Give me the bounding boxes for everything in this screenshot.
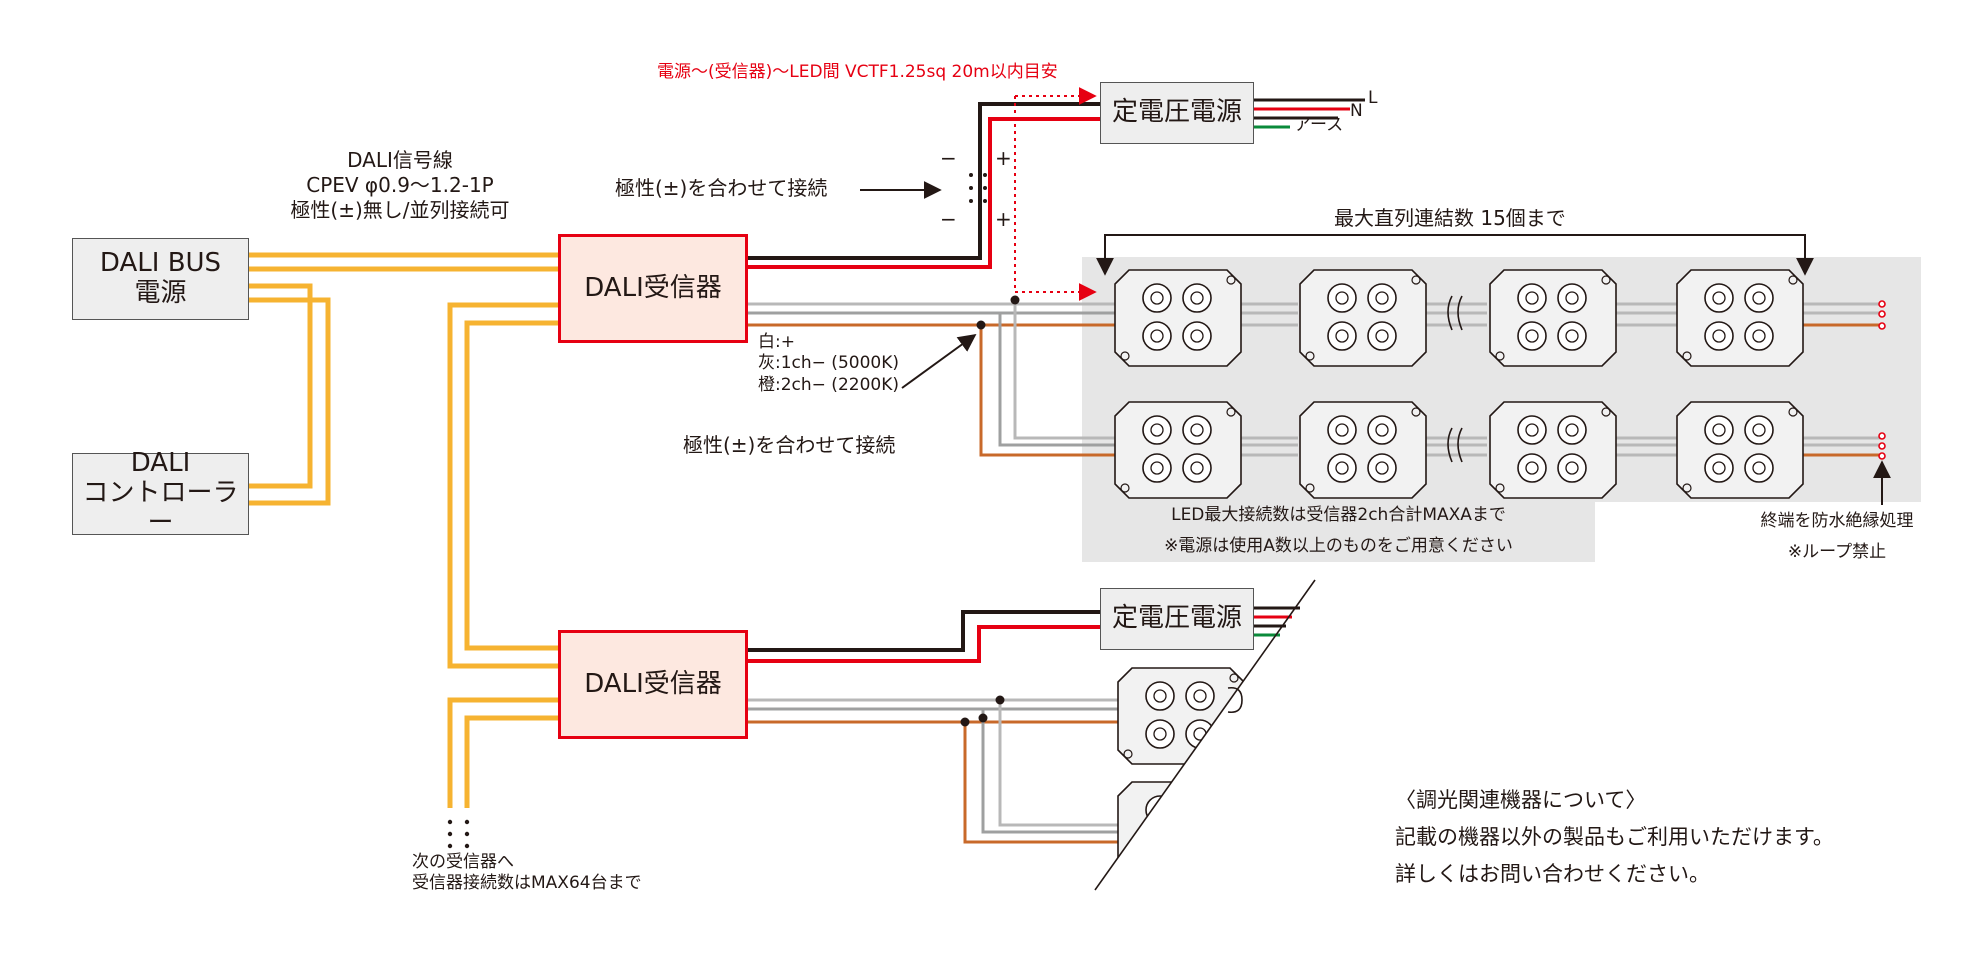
end-note-line2: ※ループ禁止 (1787, 541, 1887, 562)
terminal-N: N (1350, 101, 1363, 121)
led-note: LED最大接続数は受信器2ch合計MAXAまで ※電源は使用A数以上のものをご用… (1082, 500, 1595, 561)
break-marks (1447, 295, 1463, 463)
polarity-dots-top (969, 173, 987, 203)
polarity-label-top: 極性(±)を合わせて接続 (615, 176, 828, 200)
dali-signal-line1: DALI信号線 (347, 148, 453, 172)
note-arrows (1014, 87, 1097, 301)
led-note-line1: LED最大接続数は受信器2ch合計MAXAまで (1171, 505, 1506, 525)
related-devices-title: 〈調光関連機器について〉 (1395, 788, 1647, 812)
dali-bus-box: DALI BUS 電源 (72, 238, 249, 320)
junction-dots-lower (960, 695, 1005, 727)
wire-legend-orange: 橙:2ch− (2200K) (758, 374, 899, 395)
power-supply-label: 定電圧電源 (1111, 603, 1242, 634)
series-bracket (1096, 234, 1814, 276)
next-receiver-line2: 受信器接続数はMAX64台まで (412, 873, 642, 894)
wire-legend: 白:+ 灰:1ch− (5000K) 橙:2ch− (2200K) (758, 332, 899, 396)
dali-signal-line2: CPEV φ0.9〜1.2-1P (306, 173, 494, 197)
dali-signal-lines (249, 252, 558, 808)
led-module (1489, 269, 1617, 367)
plus-sign-lower: + (995, 207, 1012, 231)
upper-led-wires (748, 300, 1880, 457)
led-module (1114, 269, 1242, 367)
lower-led-wires (748, 698, 1120, 724)
power-supply-lower: 定電圧電源 (1100, 588, 1254, 650)
top-note: 電源〜(受信器)〜LED間 VCTF1.25sq 20m以内目安 (657, 62, 1058, 82)
related-devices-line1: 記載の機器以外の製品もご利用いただけます。 (1395, 824, 1834, 849)
power-supply-upper: 定電圧電源 (1100, 82, 1254, 144)
dali-receiver-upper: DALI受信器 (558, 234, 748, 343)
terminal-L: L (1368, 88, 1378, 108)
led-module (1489, 401, 1617, 499)
upper-power-wires (748, 102, 1100, 269)
end-note: 終端を防水絶縁処理 ※ループ禁止 (1752, 506, 1922, 567)
dali-signal-label: DALI信号線 CPEV φ0.9〜1.2-1P 極性(±)無し/並列接続可 (270, 148, 530, 223)
led-note-line2: ※電源は使用A数以上のものをご用意ください (1164, 535, 1513, 556)
next-receiver-line1: 次の受信器へ (412, 852, 514, 872)
continuation-dots (447, 819, 470, 849)
dali-signal-line3: 極性(±)無し/並列接続可 (290, 198, 510, 222)
next-receiver-note: 次の受信器へ 受信器接続数はMAX64台まで (412, 852, 642, 895)
led-module (1676, 401, 1804, 499)
led-module (1299, 401, 1427, 499)
led-module (1299, 269, 1427, 367)
wire-legend-white: 白:+ (758, 332, 795, 352)
dali-controller-line1: DALI (130, 448, 191, 479)
ac-wires (1254, 98, 1365, 129)
pointer-arrows (860, 181, 1891, 505)
dali-receiver-lower: DALI受信器 (558, 630, 748, 739)
dali-controller-box: DALI コントローラー (72, 448, 249, 538)
series-label: 最大直列連結数 15個まで (1334, 206, 1566, 230)
dali-controller-line2: コントローラー (82, 478, 239, 538)
plus-sign-upper: + (995, 146, 1012, 170)
dali-bus-line1: DALI BUS (99, 248, 222, 279)
lower-branch-wires (963, 700, 1120, 844)
led-module (1676, 269, 1804, 367)
lower-power-wires (748, 610, 1100, 663)
lower-break-curl (1227, 686, 1243, 714)
led-module (1117, 667, 1245, 765)
receiver-label: DALI受信器 (584, 668, 722, 699)
led-module (1114, 401, 1242, 499)
wire-legend-gray: 灰:1ch− (5000K) (758, 353, 899, 374)
minus-sign-lower: − (940, 207, 957, 231)
minus-sign-upper: − (940, 146, 957, 170)
related-devices-line2: 詳しくはお問い合わせください。 (1395, 861, 1710, 886)
related-devices-note: 〈調光関連機器について〉 記載の機器以外の製品もご利用いただけます。 詳しくはお… (1395, 782, 1834, 892)
dali-bus-line2: 電源 (134, 278, 187, 308)
earth-label: アース (1294, 115, 1344, 135)
power-supply-label: 定電圧電源 (1111, 97, 1242, 128)
polarity-label-mid: 極性(±)を合わせて接続 (683, 433, 896, 457)
receiver-label: DALI受信器 (584, 272, 722, 303)
wire-ends (1878, 300, 1886, 460)
end-note-line1: 終端を防水絶縁処理 (1760, 511, 1914, 531)
cut-line (1094, 579, 1316, 891)
junction-dots-upper (976, 295, 1020, 330)
